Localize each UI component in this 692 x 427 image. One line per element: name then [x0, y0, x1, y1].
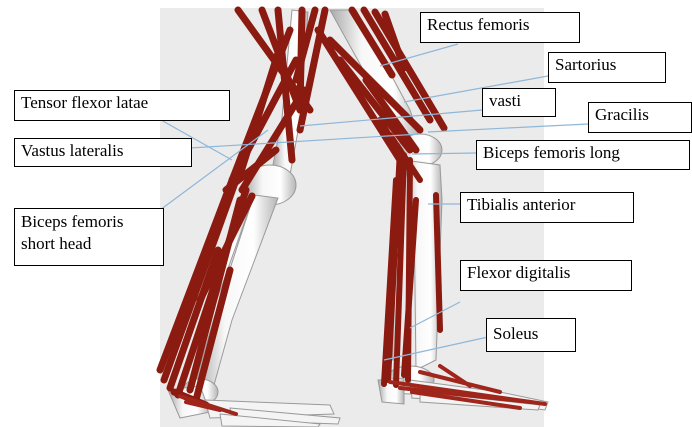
label-biceps-femoris-long: Biceps femoris long	[476, 140, 690, 170]
label-biceps-femoris-short-line1: Biceps femoris	[21, 211, 157, 233]
label-biceps-femoris-short-line2: short head	[21, 233, 157, 255]
label-vastus-lateralis: Vastus lateralis	[14, 138, 192, 167]
label-sartorius: Sartorius	[548, 52, 666, 83]
label-flexor-digitalis: Flexor digitalis	[460, 260, 632, 291]
label-vasti: vasti	[482, 88, 556, 117]
label-tensor-flexor-latae: Tensor flexor latae	[14, 90, 230, 121]
label-soleus: Soleus	[486, 318, 576, 352]
label-tibialis-anterior: Tibialis anterior	[460, 192, 634, 223]
label-biceps-femoris-short-head: Biceps femoris short head	[14, 208, 164, 266]
label-gracilis: Gracilis	[588, 102, 692, 133]
label-rectus-femoris: Rectus femoris	[420, 12, 580, 43]
